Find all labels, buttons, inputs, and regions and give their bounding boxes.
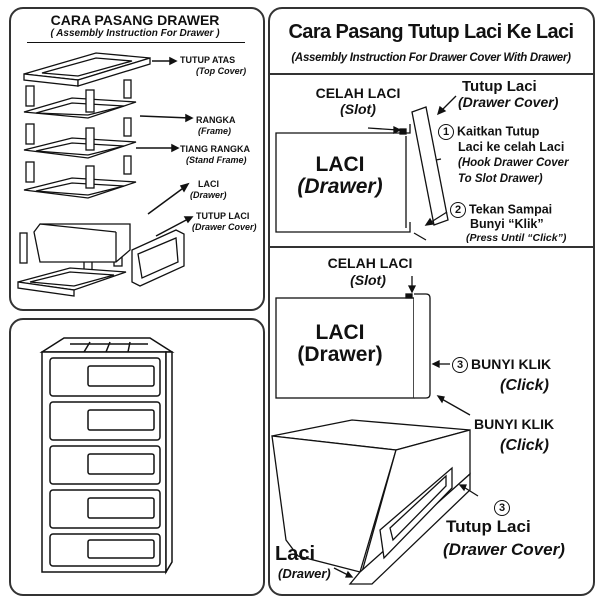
laci-label: Laci (275, 543, 316, 565)
title-underline (27, 42, 245, 43)
drawer-label-2-sub: (Drawer) (297, 343, 383, 366)
cover-step-number: 3 (494, 500, 513, 517)
drawer-label-sub: (Drawer) (297, 175, 383, 198)
slot-label: CELAH LACI (315, 85, 401, 101)
label-frame-sub: (Frame) (198, 126, 232, 136)
label-drawer-cover: TUTUP LACI (196, 211, 250, 221)
step1-text: Kaitkan Tutup (457, 124, 540, 139)
step2-text: Tekan Sampai (469, 202, 553, 217)
cover-label: Tutup Laci (462, 78, 537, 95)
step2-line3: (Press Until “Click”) (466, 232, 567, 244)
panel-divider-mid (269, 246, 593, 248)
label-drawer-cover-sub: (Drawer Cover) (192, 222, 257, 232)
laci-label-sub: (Drawer) (278, 566, 331, 581)
label-frame: RANGKA (196, 115, 236, 125)
label-top-cover-sub: (Top Cover) (196, 66, 247, 76)
cover-title: Cara Pasang Tutup Laci Ke Laci (288, 21, 574, 43)
cover-label-sub: (Drawer Cover) (458, 94, 559, 110)
label-stand-frame-sub: (Stand Frame) (186, 155, 247, 165)
label-stand-frame: TIANG RANGKA (180, 144, 250, 154)
label-drawer: LACI (198, 179, 219, 189)
label-top-cover: TUTUP ATAS (180, 55, 236, 65)
slot-label-sub: (Slot) (340, 101, 376, 117)
label-drawer-sub: (Drawer) (190, 190, 227, 200)
step-number-badge: 2 (450, 202, 466, 218)
click-label-2-sub: (Click) (500, 437, 549, 454)
panel-divider-top (269, 73, 593, 75)
assembly-subtitle: ( Assembly Instruction For Drawer ) (50, 28, 220, 39)
step-number-badge: 1 (438, 124, 454, 140)
step1-line4: To Slot Drawer) (458, 173, 543, 185)
cover-label-2-sub: (Drawer Cover) (443, 540, 565, 559)
drawer-label: LACI (315, 153, 365, 176)
assembled-drawer-panel (9, 318, 265, 596)
click-label-2: BUNYI KLIK (474, 416, 555, 432)
step-number-badge: 3 (494, 500, 510, 516)
step1-line3: (Hook Drawer Cover (458, 157, 569, 169)
slot-label-2: CELAH LACI (327, 255, 413, 271)
assembly-title: CARA PASANG DRAWER (50, 12, 220, 28)
step2-line2: Bunyi “Klik” (470, 217, 544, 231)
click-label-1-sub: (Click) (500, 377, 549, 394)
drawer-label-2: LACI (315, 321, 365, 344)
click-label-1-text: BUNYI KLIK (471, 356, 552, 372)
step1-line2: Laci ke celah Laci (458, 140, 565, 154)
cover-subtitle: (Assembly Instruction For Drawer Cover W… (291, 52, 571, 64)
slot-label-2-sub: (Slot) (350, 272, 386, 288)
step-number-badge: 3 (452, 357, 468, 374)
cover-label-2: Tutup Laci (446, 517, 531, 536)
